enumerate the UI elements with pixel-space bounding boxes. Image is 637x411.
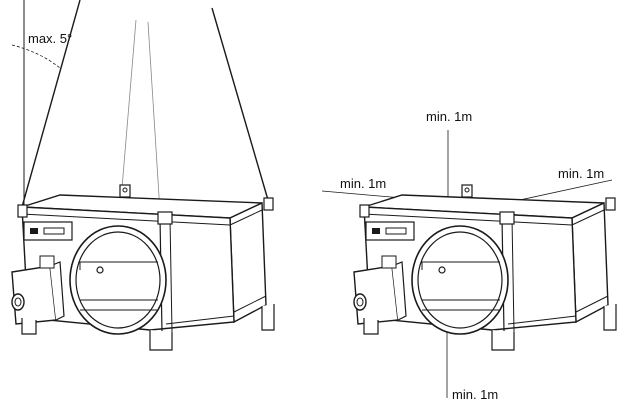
- bottom-clearance-label: min. 1m: [452, 387, 499, 402]
- suspended-heater-unit: [11, 0, 275, 351]
- top-clearance-label: min. 1m: [426, 109, 473, 124]
- left-clearance-label: min. 1m: [340, 176, 387, 191]
- right-clearance-label: min. 1m: [558, 166, 605, 181]
- tilt-limit-label: max. 5°: [28, 31, 73, 46]
- heater-unit-with-clearances: [321, 130, 617, 398]
